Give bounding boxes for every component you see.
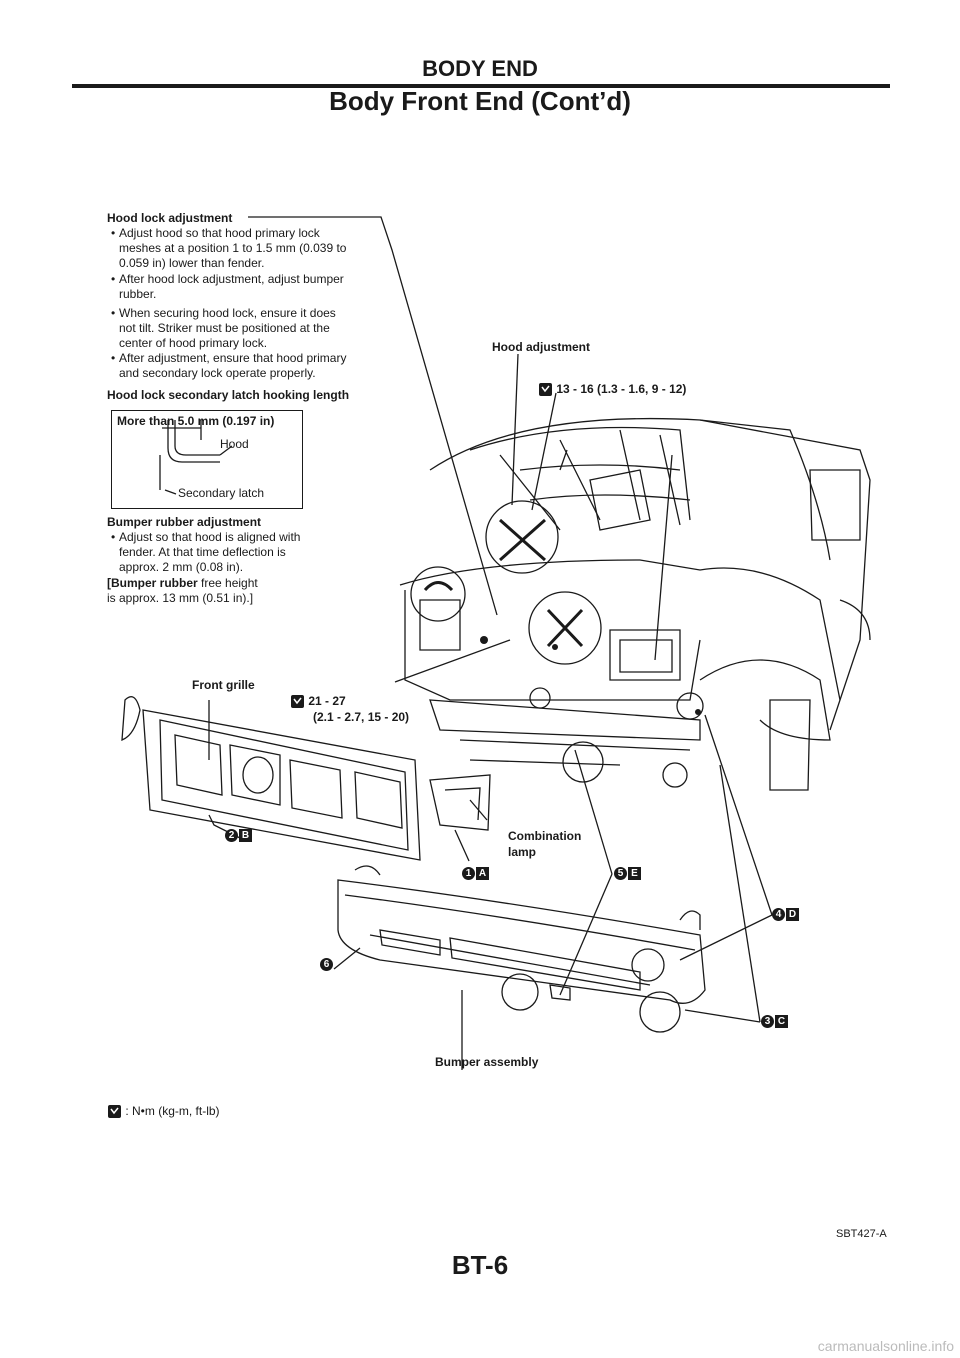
- bumper-rubber-note-2: is approx. 13 mm (0.51 in).]: [107, 591, 254, 605]
- bullet-line: and secondary lock operate properly.: [119, 366, 316, 380]
- bullet-line: rubber.: [119, 287, 157, 301]
- secondary-latch-title: Hood lock secondary latch hooking length: [107, 388, 350, 402]
- bullet-line: 0.059 in) lower than fender.: [119, 256, 265, 270]
- bullet-line: approx. 2 mm (0.08 in).: [119, 560, 244, 574]
- torque-wrench-icon: [291, 695, 304, 709]
- bumper-rubber-note: [Bumper rubber free height: [107, 576, 258, 590]
- front-grille-label: Front grille: [192, 678, 255, 692]
- hood-label: Hood: [220, 437, 249, 451]
- watermark: carmanualsonline.info: [817, 1338, 954, 1354]
- grille-torque-spec-2: (2.1 - 2.7, 15 - 20): [313, 710, 410, 724]
- bullet-line: meshes at a position 1 to 1.5 mm (0.039 …: [119, 241, 347, 255]
- torque-wrench-icon: [108, 1105, 121, 1119]
- combination-lamp-label: Combination: [508, 829, 582, 843]
- bullet-line: fender. At that time deflection is: [119, 545, 286, 559]
- bullet-item: •Adjust so that hood is aligned with: [111, 530, 301, 544]
- bumper-assembly-label: Bumper assembly: [435, 1055, 539, 1069]
- header-rule: [72, 84, 890, 88]
- page-number: BT-6: [451, 1250, 509, 1280]
- bullet-line: center of hood primary lock.: [119, 336, 268, 350]
- secondary-latch-label: Secondary latch: [178, 486, 265, 500]
- torque-legend: : N•m (kg-m, ft-lb): [107, 1104, 220, 1119]
- grille-torque-spec: 21 - 27: [290, 694, 346, 709]
- hood-torque-spec: 13 - 16 (1.3 - 1.6, 9 - 12): [538, 382, 686, 397]
- figure-code: SBT427-A: [836, 1228, 887, 1240]
- callout-6: 6: [320, 958, 333, 971]
- bullet-item: •Adjust hood so that hood primary lock: [111, 226, 320, 240]
- combination-lamp-label-2: lamp: [508, 845, 537, 859]
- hood-adjustment-label: Hood adjustment: [492, 340, 590, 354]
- secondary-latch-box: More than 5.0 mm (0.197 in) Hood Seconda…: [111, 410, 303, 509]
- torque-wrench-icon: [539, 383, 552, 397]
- hood-lock-title: Hood lock adjustment: [107, 211, 233, 225]
- page-title: Body Front End (Cont’d): [329, 86, 631, 116]
- bullet-item: •After adjustment, ensure that hood prim…: [111, 351, 347, 365]
- section-heading: BODY END: [422, 56, 538, 81]
- box-heading: More than 5.0 mm (0.197 in): [117, 414, 275, 428]
- bullet-line: not tilt. Striker must be positioned at …: [119, 321, 330, 335]
- bullet-item: •When securing hood lock, ensure it does: [111, 306, 336, 320]
- bumper-rubber-title: Bumper rubber adjustment: [107, 515, 262, 529]
- bullet-item: •After hood lock adjustment, adjust bump…: [111, 272, 344, 286]
